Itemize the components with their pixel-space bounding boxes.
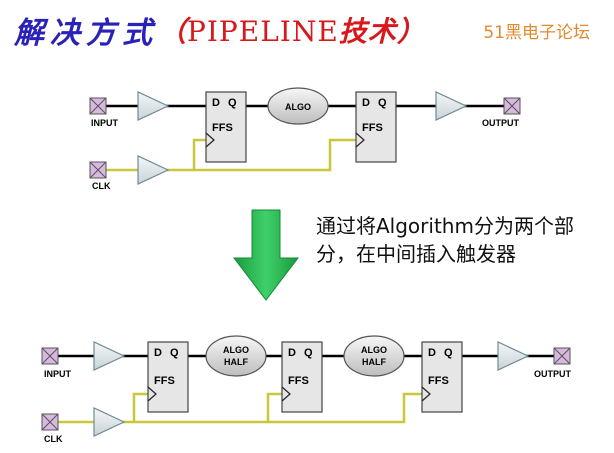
title-paren-open: （ [158, 15, 188, 48]
title-paren-close: ） [396, 15, 426, 48]
ff2-q: Q [378, 97, 387, 109]
flip-flop-2: D Q FFS [281, 341, 323, 413]
algo-half-block-1 [205, 335, 267, 377]
flip-flop-3: D Q FFS [421, 341, 463, 413]
output-buffer [497, 341, 530, 371]
input-buffer [137, 91, 170, 121]
clk-label: CLK [92, 181, 111, 191]
input-port [41, 347, 59, 365]
clk-port [41, 413, 59, 431]
algo-half-block-2 [343, 335, 405, 377]
input-buffer [93, 341, 126, 371]
ff3-d: D [428, 347, 436, 359]
down-arrow-icon [232, 209, 300, 301]
algo2-line2: HALF [362, 357, 386, 367]
output-port [503, 97, 521, 115]
ff2-name: FFS [362, 122, 383, 134]
ff2-d: D [288, 347, 296, 359]
ff2-name: FFS [288, 375, 309, 387]
ff1-q: Q [228, 97, 237, 109]
original-circuit: INPUT OUTPUT CLK D Q FFS ALGO [89, 87, 521, 191]
clock-edge-icon [281, 386, 291, 402]
flip-flop-2: D Q FFS [355, 91, 397, 163]
clock-edge-icon [205, 132, 215, 148]
clk-label: CLK [44, 434, 63, 444]
ff1-d: D [212, 97, 220, 109]
pipelined-circuit: INPUT OUTPUT CLK D Q FFS ALGO [41, 335, 572, 444]
output-label: OUTPUT [534, 369, 572, 379]
input-port [89, 97, 107, 115]
title-tech: PIPELINE [187, 15, 339, 48]
ff1-q: Q [170, 347, 179, 359]
clock-buffer [137, 155, 170, 185]
clock-edge-icon [147, 386, 157, 402]
clock-edge-icon [421, 386, 431, 402]
clock-wire-ff2 [134, 392, 282, 424]
algo-label: ALGO [285, 102, 311, 112]
flip-flop-1: D Q FFS [147, 341, 189, 413]
flip-flop-1: D Q FFS [205, 91, 247, 163]
watermark: 51黑电子论坛 [483, 23, 590, 43]
output-buffer [435, 91, 468, 121]
title-main: 解决方式 [14, 16, 158, 51]
explanation-note: 通过将Algorithm分为两个部分，在中间插入触发器 [316, 214, 574, 266]
ff3-name: FFS [428, 375, 449, 387]
output-label: OUTPUT [482, 118, 520, 128]
ff3-q: Q [444, 347, 453, 359]
algo2-line1: ALGO [361, 345, 387, 355]
algo1-line2: HALF [224, 357, 248, 367]
algo-block [267, 87, 329, 125]
ff2-d: D [362, 97, 370, 109]
algo1-line1: ALGO [223, 345, 249, 355]
slide-title: 解决方式 （PIPELINE技术） [14, 8, 426, 52]
output-port [553, 347, 571, 365]
ff1-name: FFS [154, 375, 175, 387]
ff1-d: D [154, 347, 162, 359]
clk-port [89, 161, 107, 179]
input-label: INPUT [91, 118, 119, 128]
clock-edge-icon [355, 132, 365, 148]
input-label: INPUT [44, 369, 72, 379]
clock-wire-ff3 [268, 392, 422, 424]
ff2-q: Q [304, 347, 313, 359]
clock-buffer [93, 407, 126, 437]
title-suffix: （PIPELINE技术） [158, 10, 426, 50]
clock-wire-ff2 [194, 138, 356, 172]
title-tech-cn: 技术 [338, 15, 397, 48]
ff1-name: FFS [212, 122, 233, 134]
